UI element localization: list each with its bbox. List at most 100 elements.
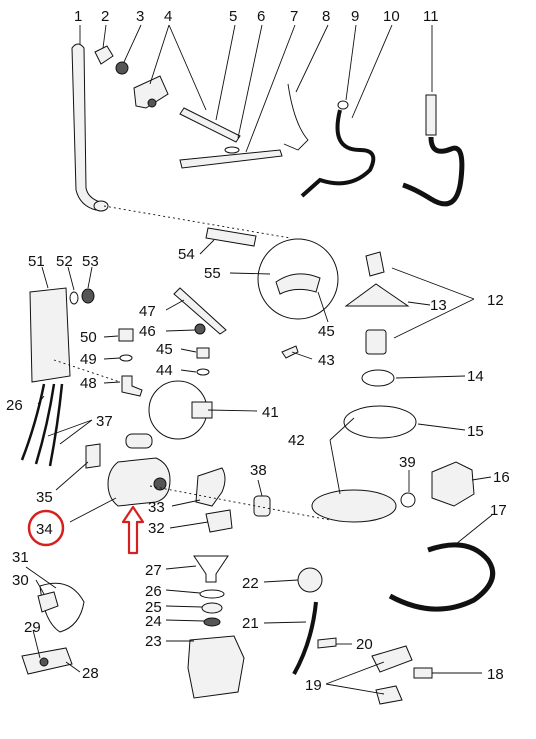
callout-8: 8 xyxy=(322,8,330,25)
part-23-softener xyxy=(187,635,245,699)
part-1-end xyxy=(93,200,109,212)
callout-55: 55 xyxy=(204,265,221,282)
part-39-seal xyxy=(400,492,416,508)
callout-52: 52 xyxy=(56,253,73,270)
part-19-float xyxy=(375,685,403,705)
callout-labels: 1 2 3 4 5 6 7 8 9 10 11 54 55 45 12 13 1… xyxy=(6,8,510,694)
part-26-hoses xyxy=(20,383,64,467)
part-50-cap xyxy=(118,328,134,342)
callout-32: 32 xyxy=(148,520,165,537)
part-54-pipe xyxy=(205,227,257,247)
callout-40: 42 xyxy=(288,432,305,449)
part-22-cap xyxy=(297,567,323,593)
part-34-motor xyxy=(107,457,171,507)
callout-49: 49 xyxy=(80,351,97,368)
part-51-panel xyxy=(29,287,71,383)
callout-38: 38 xyxy=(250,462,267,479)
part-53-nut xyxy=(81,288,95,304)
callout-53: 53 xyxy=(82,253,99,270)
part-13-plate xyxy=(344,283,410,307)
callout-30: 30 xyxy=(12,572,29,589)
callout-3: 3 xyxy=(136,8,144,25)
callout-15: 15 xyxy=(467,423,484,440)
part-26-seal xyxy=(199,589,225,599)
callout-16: 16 xyxy=(493,469,510,486)
callout-51: 51 xyxy=(28,253,45,270)
callout-26-lower: 26 xyxy=(145,583,162,600)
callout-44: 44 xyxy=(156,362,173,379)
part-8-cable xyxy=(283,83,309,151)
part-4-bracket xyxy=(133,75,169,109)
callout-13: 13 xyxy=(430,297,447,314)
callout-11: 11 xyxy=(423,8,439,25)
callout-18: 18 xyxy=(487,666,504,683)
callout-6: 6 xyxy=(257,8,265,25)
callout-45: 45 xyxy=(156,341,173,358)
part-38-sleeve xyxy=(253,495,271,517)
part-29-screw xyxy=(39,657,49,667)
part-12-filter-top xyxy=(365,251,385,277)
part-35-bracket xyxy=(85,443,101,469)
part-52-seal xyxy=(69,291,79,305)
callout-22: 22 xyxy=(242,575,259,592)
part-16-pump xyxy=(431,461,475,507)
part-21-hose xyxy=(292,601,318,675)
part-34-capacitor xyxy=(125,433,153,449)
part-11-hose xyxy=(402,136,465,207)
part-15-ring xyxy=(343,405,417,439)
part-14-filter xyxy=(361,369,395,387)
part-33-housing xyxy=(195,467,226,507)
part-19-switch xyxy=(371,645,413,673)
callout-28: 28 xyxy=(82,665,99,682)
highlight-circle-34 xyxy=(27,509,65,547)
callout-46: 46 xyxy=(139,323,156,340)
part-55-connector xyxy=(275,273,321,295)
callout-39: 39 xyxy=(399,454,416,471)
callout-50: 50 xyxy=(80,329,97,346)
callout-4: 4 xyxy=(164,8,172,25)
highlight-group xyxy=(27,505,145,555)
callout-14: 14 xyxy=(467,368,484,385)
part-2-clip xyxy=(94,45,114,65)
callout-2: 2 xyxy=(101,8,109,25)
part-49-oring xyxy=(119,354,133,362)
callout-27: 27 xyxy=(145,562,162,579)
part-6-ring xyxy=(224,146,240,154)
part-4-screw xyxy=(147,98,157,108)
callout-37: 37 xyxy=(96,413,113,430)
part-10-hose xyxy=(300,109,376,198)
callout-35: 35 xyxy=(36,489,53,506)
part-1-pipe xyxy=(71,43,101,211)
part-34-shaft xyxy=(153,477,167,491)
part-11-valve xyxy=(425,94,437,136)
callout-26: 26 xyxy=(6,397,23,414)
callout-1: 1 xyxy=(74,8,82,25)
callout-20: 20 xyxy=(356,636,373,653)
callout-31: 31 xyxy=(12,549,29,566)
callout-23: 23 xyxy=(145,633,162,650)
part-12-cylinder xyxy=(365,329,387,355)
part-5-spray-arm xyxy=(179,107,241,143)
callout-12: 12 xyxy=(487,292,504,309)
parts-layer xyxy=(20,43,496,705)
part-48-valve xyxy=(121,375,143,397)
callout-19: 19 xyxy=(305,677,322,694)
part-18-clip xyxy=(413,667,433,679)
callout-43: 45 xyxy=(318,323,335,340)
part-27-funnel xyxy=(193,555,229,583)
callout-24: 24 xyxy=(145,613,162,630)
callout-29: 29 xyxy=(24,619,41,636)
callout-9: 9 xyxy=(351,8,359,25)
part-32-connector xyxy=(205,509,233,533)
part-25-nut xyxy=(201,602,223,614)
part-9-washer xyxy=(337,100,349,110)
part-45-plug xyxy=(196,347,210,359)
part-20-clip xyxy=(317,637,337,649)
part-30-valve xyxy=(37,591,59,613)
part-7-spray-arm xyxy=(179,149,283,169)
part-47-bar xyxy=(173,287,227,335)
leader-lines xyxy=(25,24,493,695)
part-44-ring xyxy=(196,368,210,376)
callout-48: 48 xyxy=(80,375,97,392)
highlight-arrow xyxy=(121,505,145,555)
